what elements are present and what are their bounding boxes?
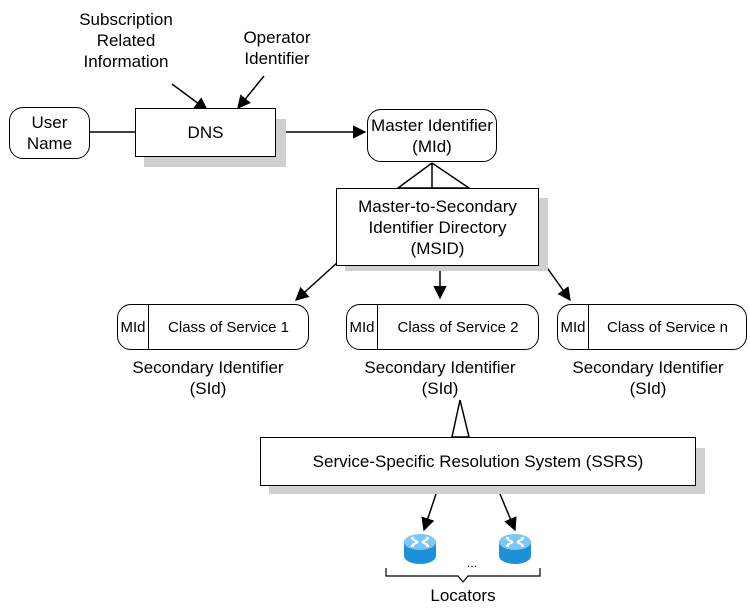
router-ellipsis: ... [466, 556, 477, 570]
sid1-class: Class of Service 1 [168, 318, 289, 336]
sid2-caption: Secondary Identifier (SId) [364, 358, 516, 398]
router-icon [499, 534, 531, 564]
sid1-caption: Secondary Identifier (SId) [132, 358, 284, 398]
arrow-ssrs-to-router2 [499, 493, 517, 532]
user-name-node: User Name [9, 107, 90, 159]
arrow-operator-to-dns [237, 75, 265, 110]
ssrs-node: Service-Specific Resolution System (SSRS… [260, 437, 696, 486]
triangle-master-msid [395, 162, 472, 189]
msid-node: Master-to-Secondary Identifier Directory… [336, 188, 539, 266]
arrow-ssrs-to-router1 [421, 493, 437, 532]
sid2-mid: MId [347, 305, 378, 349]
secondary-identifier-1: MId Class of Service 1 [117, 304, 309, 350]
router-icon [404, 534, 436, 564]
sid1-mid: MId [118, 305, 149, 349]
operator-label: Operator Identifier [243, 28, 311, 68]
sid2-class: Class of Service 2 [397, 318, 519, 336]
subscription-label: Subscription Related Information [79, 10, 173, 71]
secondary-identifier-2: MId Class of Service 2 [346, 304, 539, 350]
locators-brace [385, 568, 541, 583]
arrow-msid-to-sid1 [294, 261, 339, 301]
secondary-identifier-n: MId Class of Service n [557, 304, 747, 350]
sidn-caption: Secondary Identifier (SId) [572, 358, 724, 398]
dns-node: DNS [135, 108, 276, 157]
arrow-subscription-to-dns [171, 83, 209, 111]
locators-label: Locators [430, 586, 496, 605]
master-identifier-node: Master Identifier (MId) [367, 109, 497, 162]
sidn-class: Class of Service n [607, 318, 728, 336]
triangle-sid-ssrs [451, 399, 470, 438]
sidn-mid: MId [558, 305, 589, 349]
